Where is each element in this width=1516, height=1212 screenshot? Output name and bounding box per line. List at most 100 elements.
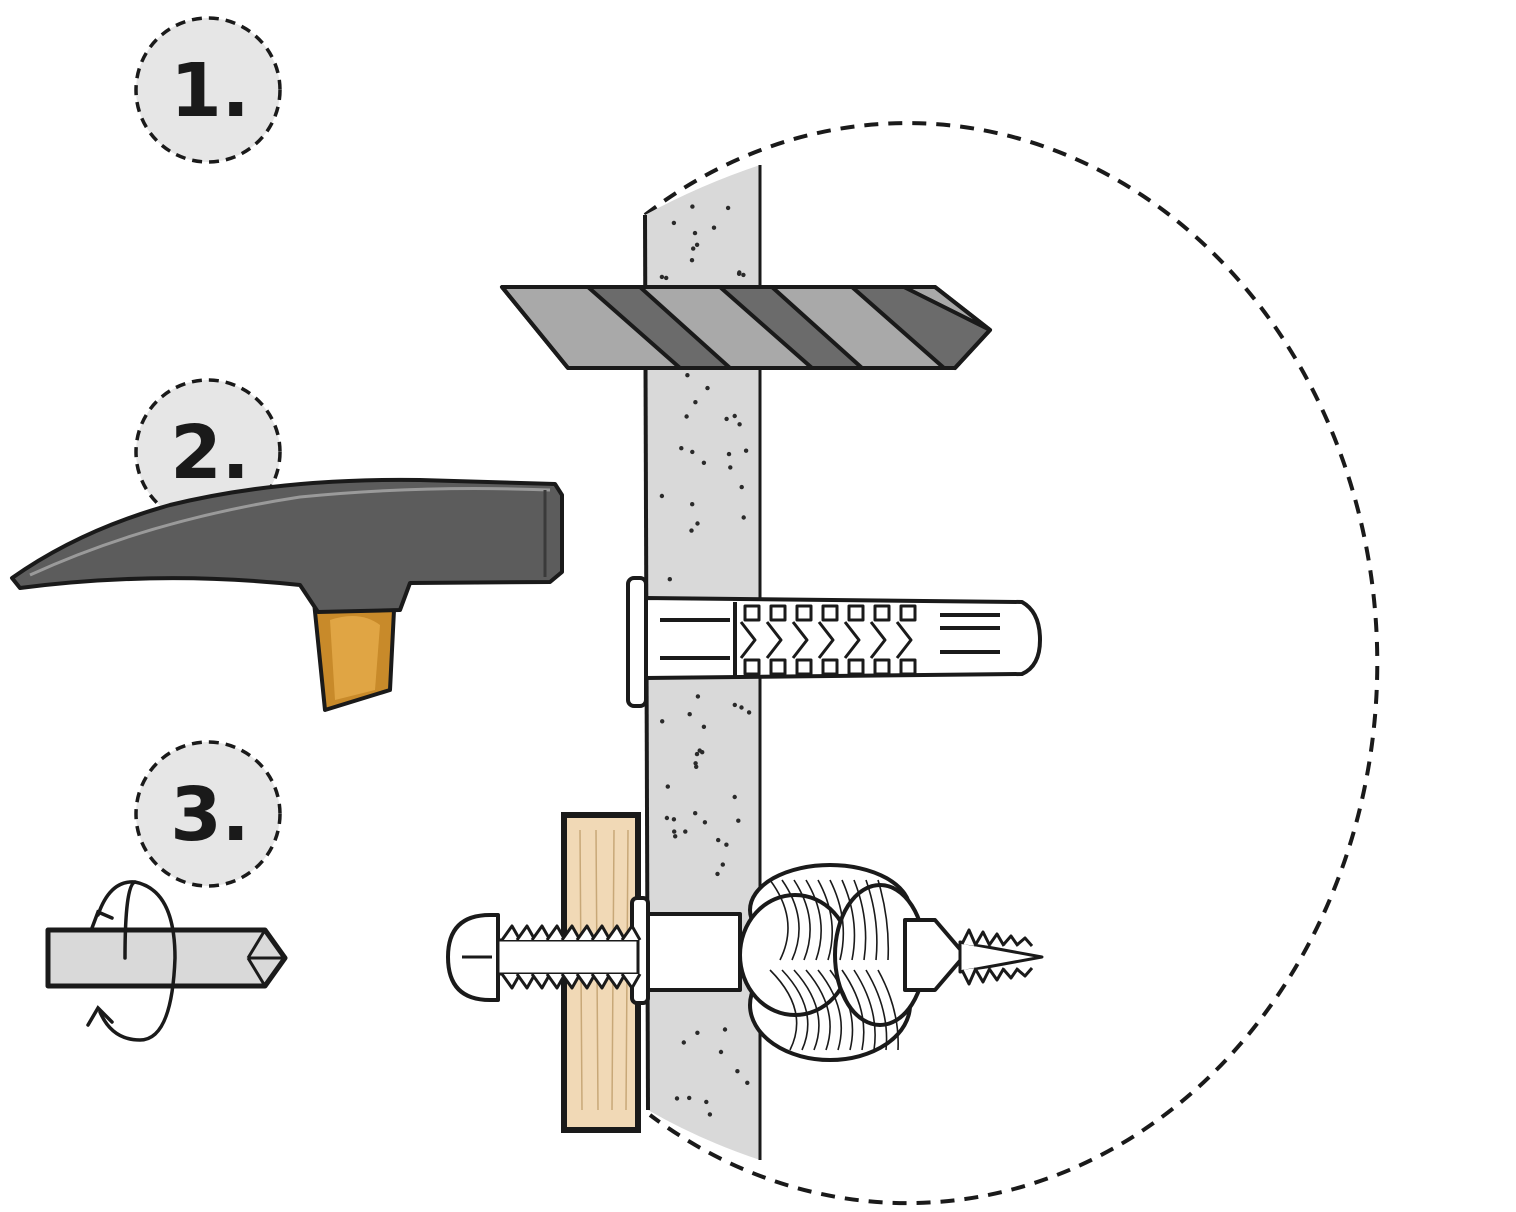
wall-dot: [716, 837, 721, 843]
plug-rib: [899, 658, 917, 676]
screw-with-plug-icon: [446, 863, 1044, 1062]
wall-dot: [671, 817, 677, 822]
wall-dot: [689, 528, 694, 533]
step-2-badge: 2.: [134, 378, 282, 526]
screw-thread-tooth: [620, 924, 642, 990]
plug-rib: [795, 658, 813, 676]
wall-dot: [702, 820, 708, 825]
wall-dot: [704, 1099, 709, 1105]
wall-dot: [693, 400, 698, 405]
wall-dot: [735, 1069, 740, 1074]
plug-rib: [873, 604, 891, 622]
wall-dot: [724, 842, 729, 847]
knot-line: [817, 879, 833, 961]
wall-dot: [695, 1030, 700, 1036]
screw-thread-tooth: [590, 924, 612, 990]
wall-dot: [693, 811, 698, 816]
wall-dot: [695, 521, 700, 526]
rotation-arrow-icon: [86, 880, 177, 1042]
screw-thread-tooth: [545, 924, 567, 990]
knot-line: [793, 969, 820, 1051]
knot-line: [829, 969, 854, 1051]
knot-line: [865, 969, 888, 1051]
screw-tip-tooth: [1017, 936, 1034, 978]
plug-rib: [899, 604, 917, 622]
wall-dot: [664, 815, 670, 821]
wall-dot: [701, 724, 707, 729]
wall-dot: [739, 705, 744, 710]
wall-dot: [674, 1096, 680, 1101]
step-1-badge: 1.: [134, 16, 282, 164]
wall-dot: [689, 258, 695, 263]
knot-line: [853, 879, 867, 961]
wall-dot: [687, 712, 692, 717]
plug-rib: [895, 621, 913, 659]
wall-dot: [685, 373, 690, 378]
plug-rib: [769, 658, 787, 676]
wall-dot: [659, 274, 665, 280]
step-3-badge: 3.: [134, 740, 282, 888]
wall-dot: [665, 784, 670, 789]
wall-dot: [746, 710, 752, 715]
wall-dot: [687, 1095, 692, 1101]
plug-rib: [847, 604, 865, 622]
step-2-number: 2.: [170, 410, 250, 496]
knot-line: [829, 879, 845, 961]
wall-dot: [690, 204, 695, 209]
wall-dot: [690, 449, 695, 455]
plug-rib: [847, 658, 865, 676]
screw-thread: [496, 924, 642, 990]
wall-dot: [728, 465, 733, 470]
screw-tip-tooth: [988, 932, 1006, 982]
wall-dot: [672, 829, 677, 834]
wall-dot: [691, 246, 696, 251]
screw-tip-tooth: [960, 928, 978, 986]
wall-dot: [739, 484, 744, 490]
screw-thread-tooth: [575, 924, 597, 990]
screw-thread-tooth: [530, 924, 552, 990]
knot-line: [805, 879, 822, 961]
knot-line: [781, 879, 800, 961]
knot-line: [865, 879, 878, 961]
drill-bit-icon: [500, 285, 992, 370]
knot-line: [781, 969, 809, 1051]
wall-dot: [683, 829, 688, 834]
screw-tip-body: [958, 940, 1044, 974]
screw-thread-tooth: [515, 924, 537, 990]
screwdriver-bit-icon: [45, 927, 288, 989]
wall-dot: [737, 270, 742, 275]
wall-dot: [743, 448, 749, 453]
wall-dot: [741, 272, 746, 278]
plug-rib: [821, 658, 839, 676]
wall-dot: [693, 761, 698, 766]
screw-tip-tooth: [1002, 934, 1020, 980]
wall-dot: [664, 275, 669, 281]
wall-dot: [694, 751, 700, 757]
plug-rib: [739, 621, 757, 659]
knot-line: [853, 969, 876, 1051]
step-1-number: 1.: [170, 48, 250, 134]
plug-rib: [791, 621, 809, 659]
wall-dot: [684, 414, 689, 419]
knot-line: [877, 969, 899, 1051]
wall-dot: [720, 862, 725, 867]
step-3-number: 3.: [170, 772, 250, 858]
screw-thread-tooth: [560, 924, 582, 990]
knot-line: [769, 969, 798, 1051]
wall-dot: [726, 451, 732, 457]
knot-texture: [769, 879, 899, 1051]
wall-dot: [660, 719, 665, 724]
plug-rib: [869, 621, 887, 659]
wall-dot: [694, 764, 699, 769]
screw-tip: [958, 928, 1044, 986]
wall-dot: [732, 794, 737, 800]
wall-dot: [705, 385, 710, 391]
wall-dot: [732, 413, 737, 419]
plug-rib: [769, 604, 787, 622]
wall-dot: [722, 1027, 728, 1032]
wall-dot: [659, 493, 665, 499]
plug-ribs: [739, 604, 917, 676]
wall-dot: [671, 220, 677, 226]
knot-line: [841, 969, 865, 1051]
